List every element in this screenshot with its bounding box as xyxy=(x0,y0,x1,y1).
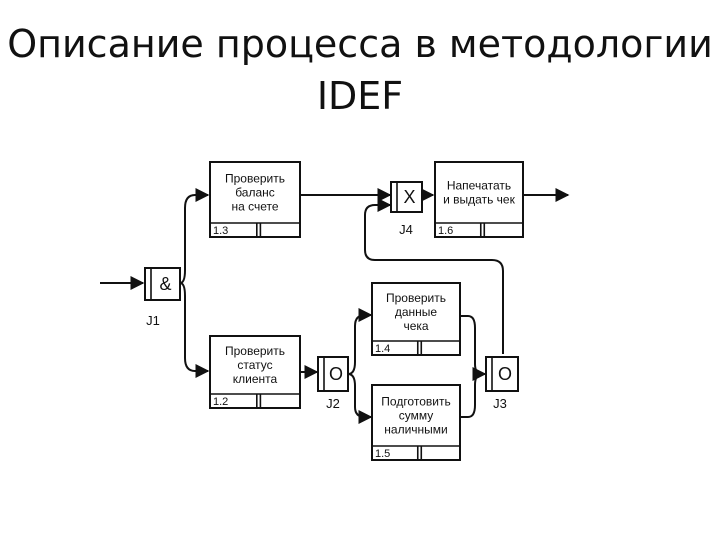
arrow-j1-to-1-3 xyxy=(179,188,210,284)
activity-label-line: наличными xyxy=(384,423,447,437)
junction-symbol: O xyxy=(498,364,512,384)
activity-frame xyxy=(434,161,524,238)
junction-frame xyxy=(317,356,349,392)
junction-j1: & J1 xyxy=(144,267,181,328)
activity-label-line: Проверить xyxy=(386,291,446,305)
junction-name: J3 xyxy=(493,396,507,411)
junction-j3: O J3 xyxy=(485,356,519,411)
activity-number: 1.3 xyxy=(213,225,228,237)
arrow-j1-to-1-2 xyxy=(179,282,210,378)
activity-label-line: на счете xyxy=(231,200,278,214)
junction-j2: O J2 xyxy=(317,356,349,411)
activity-label-line: Проверить xyxy=(225,344,285,358)
activity-label-line: чека xyxy=(403,319,428,333)
activity-number: 1.4 xyxy=(375,343,390,355)
junction-name: J2 xyxy=(326,396,340,411)
junction-symbol: & xyxy=(159,274,171,294)
activity-label-line: сумму xyxy=(399,409,434,423)
activity-frame xyxy=(209,161,301,238)
activity-label-line: Напечатать xyxy=(447,179,511,193)
activity-label-line: баланс xyxy=(235,186,275,200)
activity-label-line: статус xyxy=(237,358,272,372)
arrow-1-5-to-j3 xyxy=(460,373,483,418)
activity-frame xyxy=(209,335,301,409)
activity-label-line: клиента xyxy=(233,372,278,386)
junctions: & J1O J2 O J3 X J4 xyxy=(144,181,519,411)
junction-j4: X J4 xyxy=(390,181,423,237)
activity-frame xyxy=(371,384,461,461)
junction-frame xyxy=(390,181,423,213)
activity-frame xyxy=(371,282,461,356)
activity-label-line: и выдать чек xyxy=(443,193,515,207)
slide-title: Описание процесса в методологии IDEF xyxy=(0,18,720,122)
arrow-j2-to-1-5 xyxy=(347,373,373,424)
activity-label-line: данные xyxy=(395,305,438,319)
activity-number: 1.6 xyxy=(438,225,453,237)
activity-number: 1.2 xyxy=(213,396,228,408)
arrow-j2-to-1-4 xyxy=(347,308,373,375)
title-line-2: IDEF xyxy=(316,74,404,118)
activity-label-line: Подготовить xyxy=(381,395,450,409)
junction-symbol: O xyxy=(329,364,343,384)
connections xyxy=(100,188,570,424)
title-line-1: Описание процесса в методологии xyxy=(7,22,713,66)
junction-symbol: X xyxy=(403,187,415,207)
junction-name: J1 xyxy=(146,313,160,328)
activity-number: 1.5 xyxy=(375,448,390,460)
feedback-arrow-j3-to-j4 xyxy=(364,198,504,354)
activity-label-line: Проверить xyxy=(225,172,285,186)
arrow-1-4-to-j3 xyxy=(460,315,487,381)
junction-name: J4 xyxy=(399,222,413,237)
